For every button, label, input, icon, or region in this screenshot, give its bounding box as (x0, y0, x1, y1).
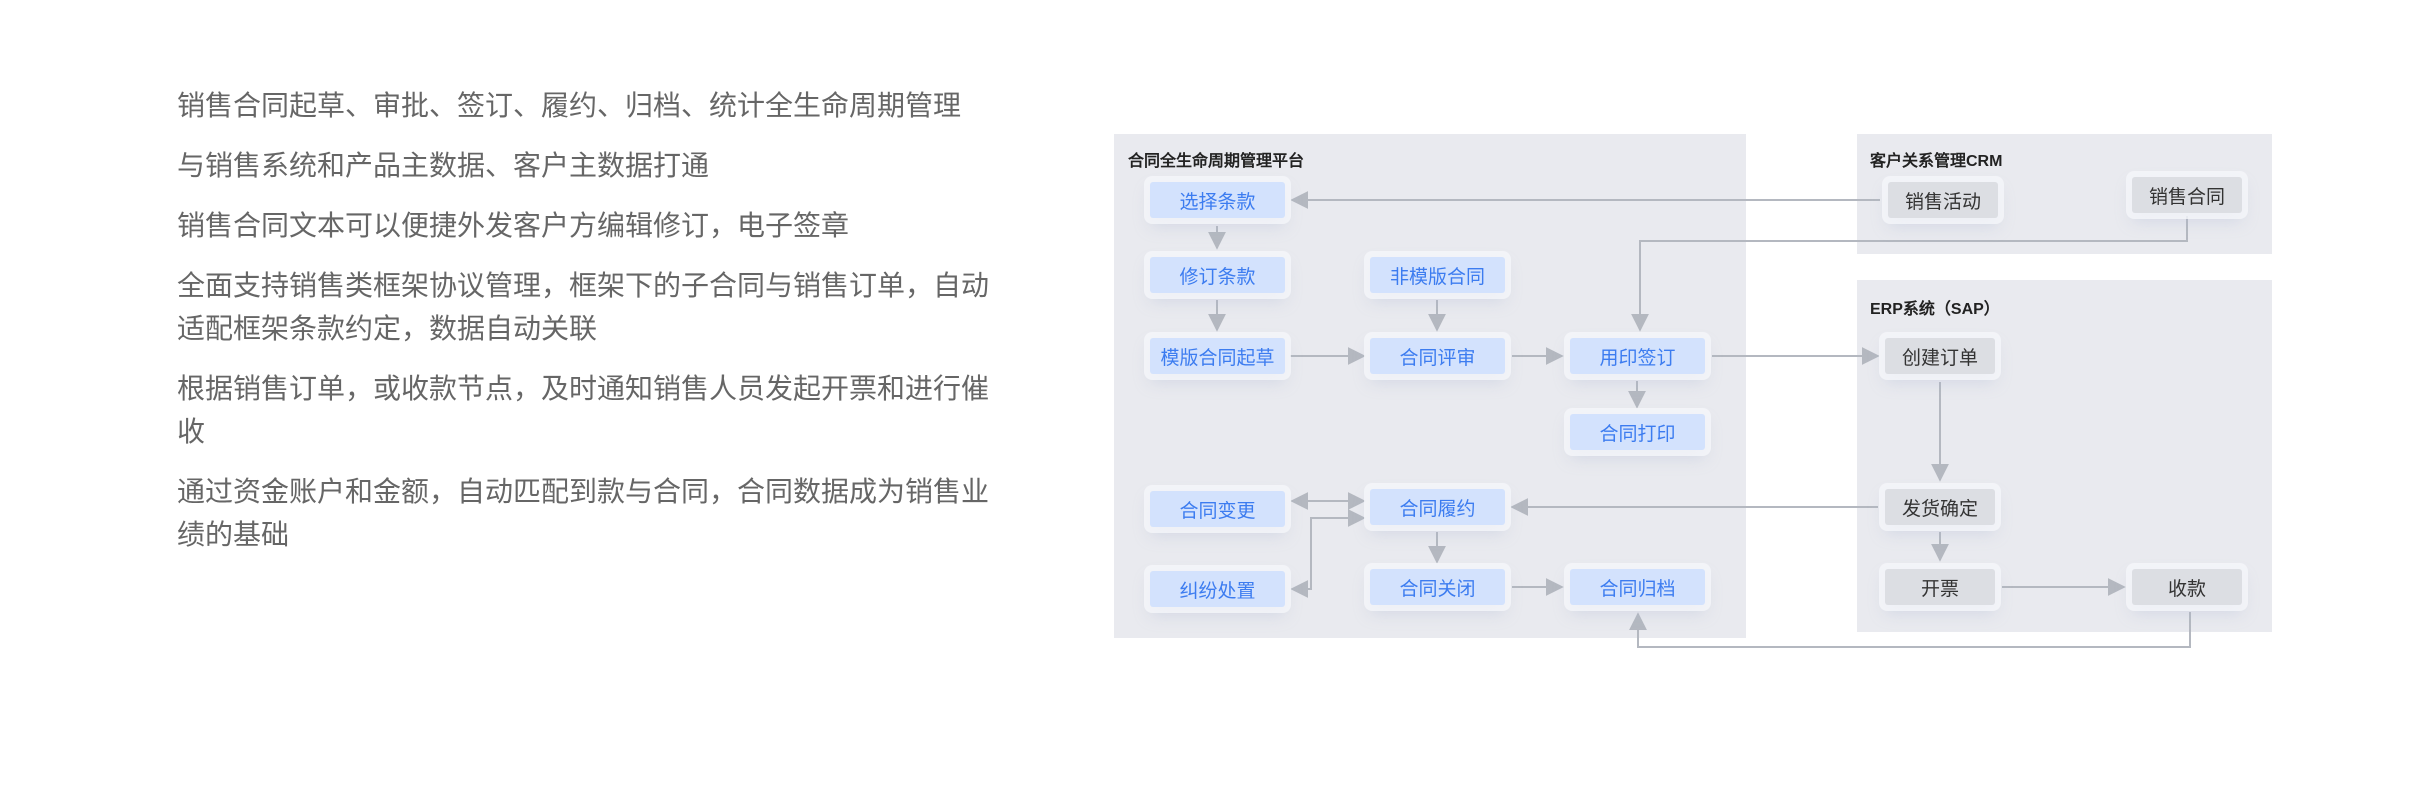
feature-item: 根据销售订单，或收款节点，及时通知销售人员发起开票和进行催收 (177, 373, 990, 447)
platform-title: 合同全生命周期管理平台 (1128, 153, 1305, 170)
arrow-dispute-perform (1290, 509, 1366, 598)
node-select-terms: 选择条款 (1150, 182, 1285, 218)
feature-list: 销售合同起草、审批、签订、履约、归档、统计全生命周期管理 与销售系统和产品主数据… (177, 84, 1007, 573)
node-ship-confirm: 发货确定 (1885, 489, 1995, 525)
node-invoice: 开票 (1885, 569, 1995, 605)
node-review: 合同评审 (1370, 338, 1505, 374)
arrow-collect-to-archive (1629, 612, 2191, 648)
node-seal-sign: 用印签订 (1570, 338, 1705, 374)
erp-title: ERP系统（SAP） (1870, 301, 2000, 318)
node-create-order: 创建订单 (1885, 338, 1995, 374)
node-dispute: 纠纷处置 (1150, 571, 1285, 607)
node-change: 合同变更 (1150, 491, 1285, 527)
arrow-contract-to-seal (1631, 216, 2188, 332)
feature-item: 销售合同文本可以便捷外发客户方编辑修订，电子签章 (177, 210, 850, 241)
node-perform: 合同履约 (1370, 489, 1505, 525)
node-archive: 合同归档 (1570, 569, 1705, 605)
feature-item: 销售合同起草、审批、签订、履约、归档、统计全生命周期管理 (177, 90, 962, 121)
feature-item: 与销售系统和产品主数据、客户主数据打通 (177, 150, 710, 181)
node-sales-contract: 销售合同 (2132, 177, 2242, 213)
feature-item: 全面支持销售类框架协议管理，框架下的子合同与销售订单，自动适配框架条款约定，数据… (177, 270, 990, 344)
node-sales-activity: 销售活动 (1888, 182, 1998, 218)
node-close: 合同关闭 (1370, 569, 1505, 605)
node-template-draft: 模版合同起草 (1150, 338, 1285, 374)
feature-item: 通过资金账户和金额，自动匹配到款与合同，合同数据成为销售业绩的基础 (177, 476, 990, 550)
node-revise-terms: 修订条款 (1150, 257, 1285, 293)
crm-title: 客户关系管理CRM (1870, 153, 2003, 170)
node-non-template: 非模版合同 (1370, 257, 1505, 293)
node-print: 合同打印 (1570, 414, 1705, 450)
node-collect: 收款 (2132, 569, 2242, 605)
